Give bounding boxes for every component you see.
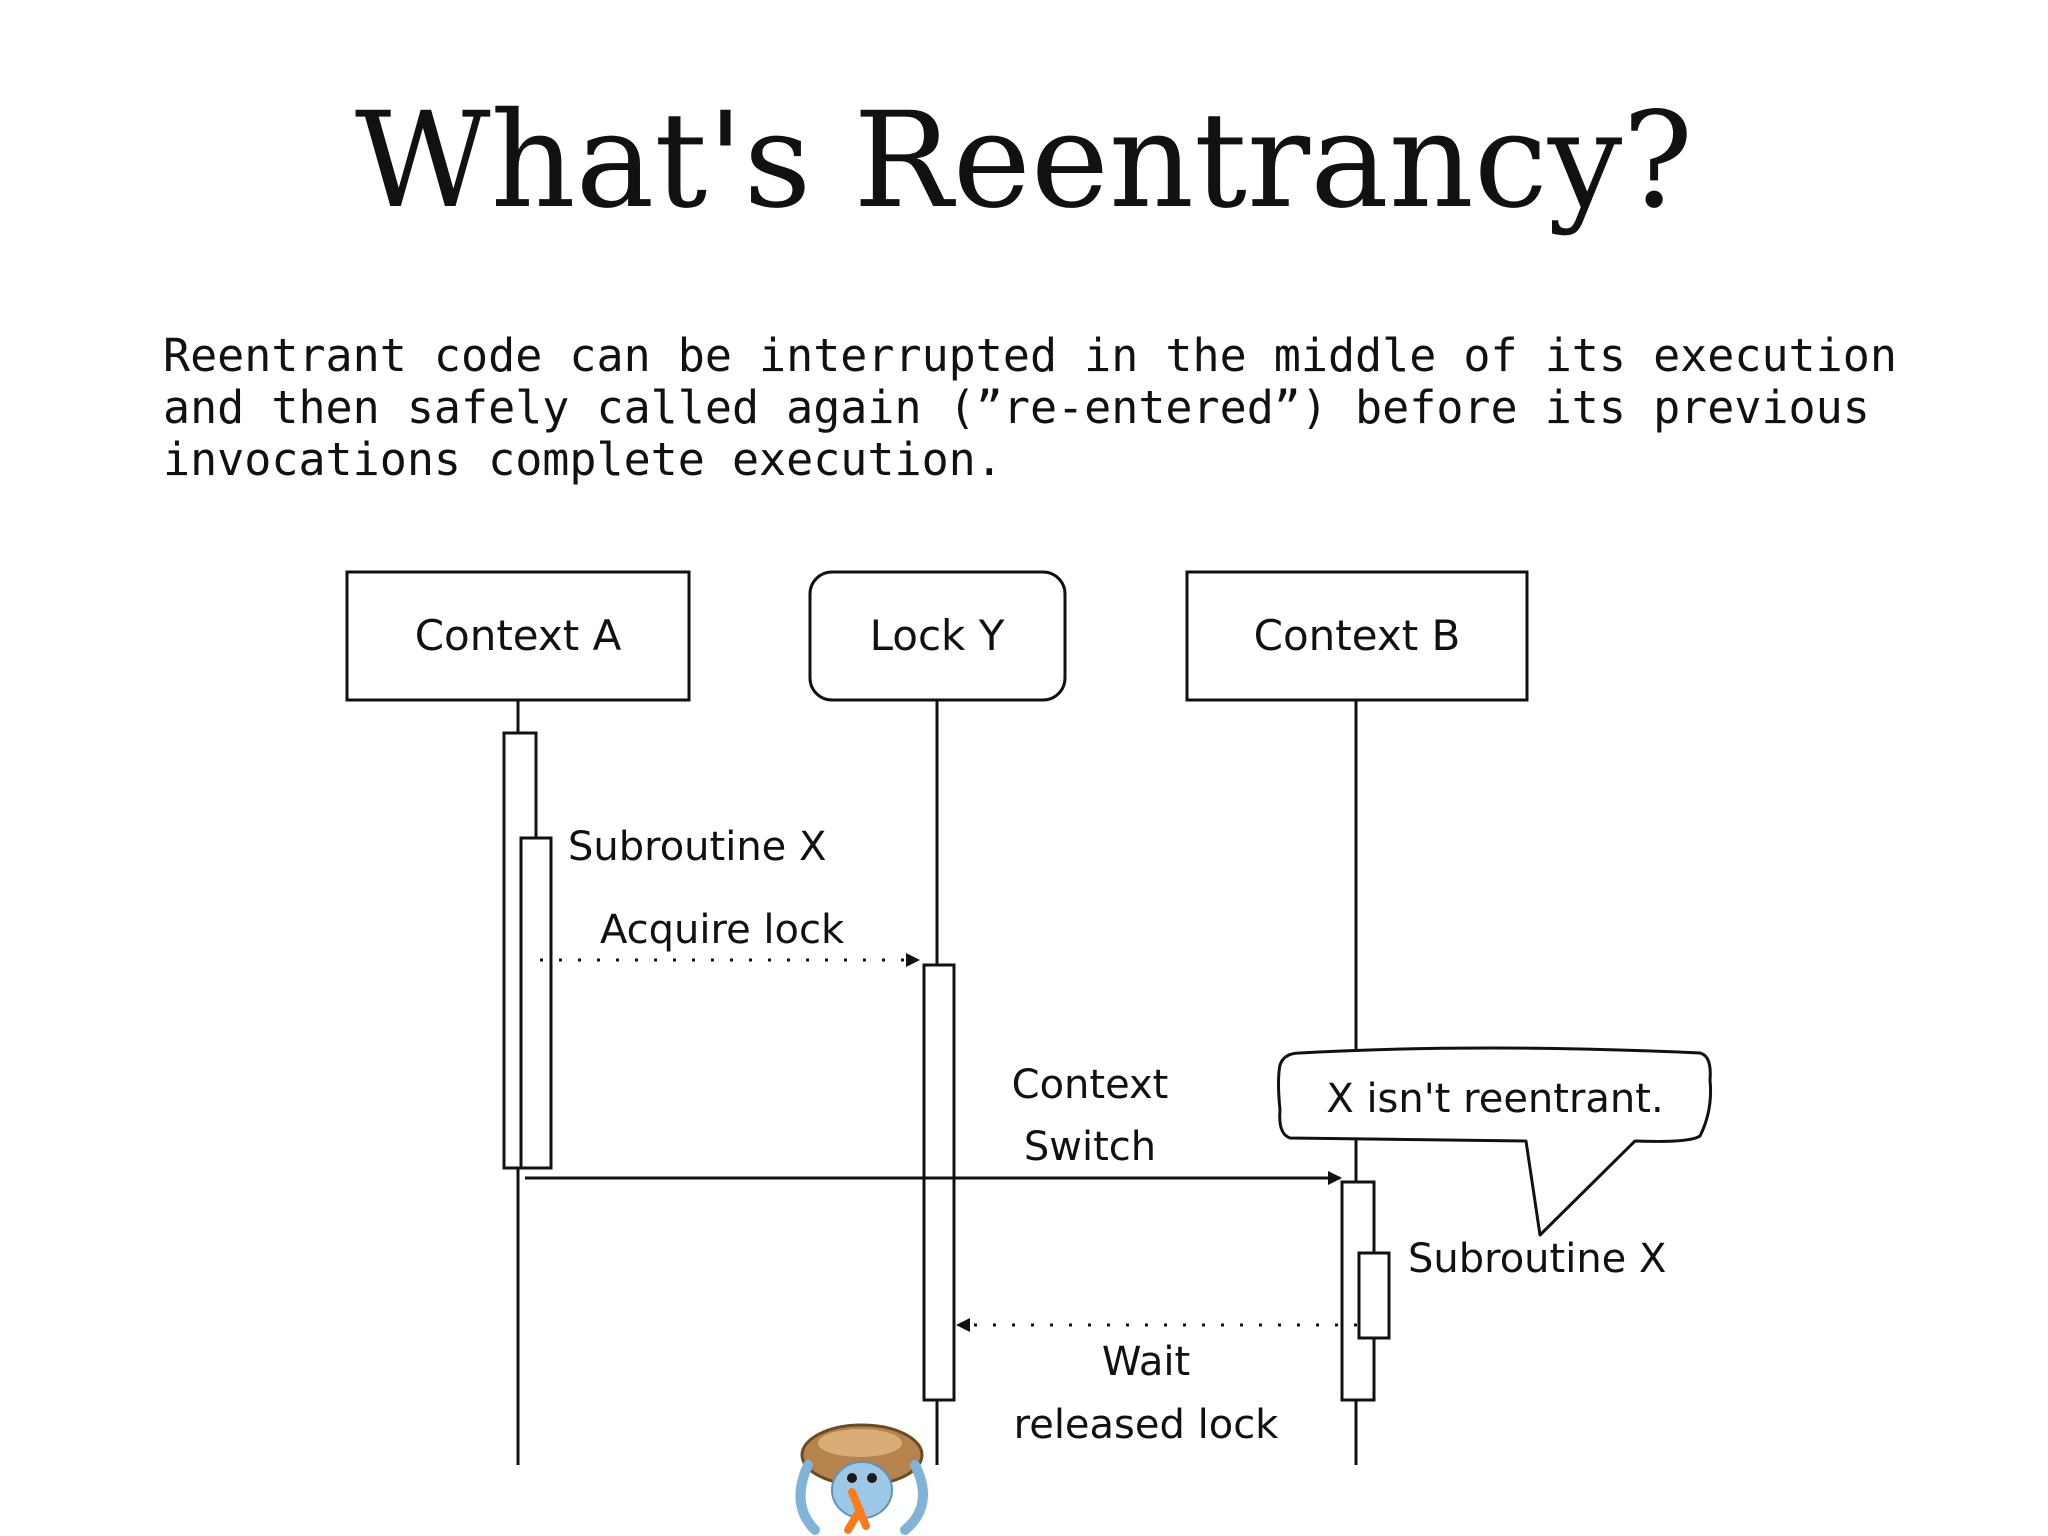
callout-text: X isn't reentrant. (1326, 1076, 1663, 1122)
participant-label: Lock Y (870, 611, 1005, 660)
slide-title: What's Reentrancy? (354, 84, 1694, 238)
participant-label: Context B (1254, 611, 1461, 660)
description-line: invocations complete execution. (163, 433, 1003, 486)
description: Reentrant code can be interrupted in the… (163, 330, 1963, 486)
hermit-crab-lambda-icon (795, 1423, 928, 1535)
label-context-switch-line2: Switch (1024, 1124, 1156, 1170)
activation-subroutine-x-a (519, 836, 553, 1170)
description-line: Reentrant code can be interrupted in the… (163, 329, 1897, 382)
callout-bubble: X isn't reentrant. (1277, 1046, 1712, 1237)
activation-lock-y (922, 963, 956, 1402)
label-wait-line1: Wait (1102, 1339, 1190, 1385)
label-subroutine-x-b: Subroutine X (1408, 1236, 1666, 1282)
participant-label: Context A (415, 611, 622, 660)
participant-lock-y: Lock Y (808, 570, 1067, 702)
label-acquire-lock: Acquire lock (600, 907, 845, 953)
label-subroutine-x-a: Subroutine X (568, 824, 826, 870)
label-wait-line2: released lock (1014, 1402, 1280, 1448)
participant-context-a: Context A (345, 570, 691, 702)
description-line: and then safely called again (”re-entere… (163, 381, 1870, 434)
label-context-switch-line1: Context (1012, 1062, 1169, 1108)
participant-context-b: Context B (1185, 570, 1529, 702)
activation-subroutine-x-b (1357, 1251, 1391, 1340)
